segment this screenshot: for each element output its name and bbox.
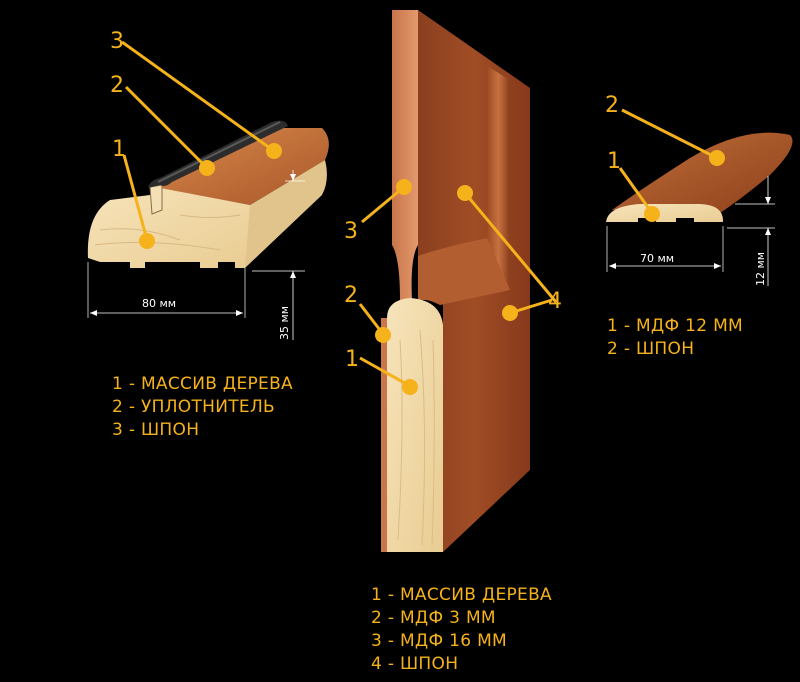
door-wood-grain — [397, 329, 435, 546]
right-profile: 70 мм 12 мм 2 1 — [605, 93, 793, 286]
left-leader-3 — [121, 40, 275, 153]
door-callout-dot-3 — [396, 179, 412, 195]
right-leader-2 — [621, 108, 718, 160]
left-callout-3: 3 — [110, 29, 124, 54]
door-legend-item-2: 2 - МДФ 3 ММ — [371, 608, 496, 628]
door-moulding-vertical — [487, 66, 510, 290]
left-profile: 80 мм 35 мм 3 2 1 — [87, 29, 329, 340]
door-callout-1: 1 — [345, 347, 359, 372]
left-callout-1: 1 — [112, 137, 126, 162]
right-dim-arrows-height — [765, 197, 771, 235]
left-callout-dot-3 — [266, 143, 282, 159]
left-dim-width-label: 80 мм — [142, 297, 176, 310]
right-leader-1 — [618, 167, 654, 214]
door-leader-3 — [361, 185, 405, 224]
door-callout-dot-1 — [402, 379, 418, 395]
right-callout-dot-2 — [709, 150, 725, 166]
door-callout-dot-2 — [375, 327, 391, 343]
right-dim-height-label: 12 мм — [754, 252, 767, 286]
left-leader-1 — [122, 154, 149, 241]
left-profile-legend: 1 - МАССИВ ДЕРЕВА 2 - УПЛОТНИТЕЛЬ 3 - ШП… — [112, 373, 293, 442]
right-legend-item-2: 2 - ШПОН — [607, 339, 695, 359]
door-callout-dot-4b — [502, 305, 518, 321]
left-legend-item-3: 3 - ШПОН — [112, 420, 200, 440]
right-profile-veneer — [612, 132, 793, 213]
door-legend-item-4: 4 - ШПОН — [371, 654, 459, 674]
door-callout-dot-4a — [457, 185, 473, 201]
left-dim-height-label: 35 мм — [278, 306, 291, 340]
left-profile-front-wood — [87, 187, 250, 268]
door-section-legend: 1 - МАССИВ ДЕРЕВА 2 - МДФ 3 ММ 3 - МДФ 1… — [371, 584, 552, 676]
door-mdf-3 — [381, 318, 387, 552]
right-callout-dot-1 — [644, 206, 660, 222]
right-profile-mdf — [606, 204, 724, 222]
left-leader-2 — [124, 85, 209, 170]
door-leader-1 — [359, 356, 411, 388]
right-callout-1: 1 — [607, 149, 621, 174]
left-profile-side-face — [245, 160, 327, 268]
left-legend-item-1: 1 - МАССИВ ДЕРЕВА — [112, 374, 293, 394]
right-profile-legend: 1 - МДФ 12 ММ 2 - ШПОН — [607, 315, 743, 361]
right-callout-2: 2 — [605, 93, 619, 118]
left-profile-top-veneer — [150, 128, 329, 205]
door-mdf-16 — [392, 10, 418, 300]
left-legend-item-2: 2 - УПЛОТНИТЕЛЬ — [112, 397, 276, 417]
door-legend-item-3: 3 - МДФ 16 ММ — [371, 631, 508, 651]
right-legend-item-1: 1 - МДФ 12 ММ — [607, 316, 744, 336]
left-callout-2: 2 — [110, 73, 124, 98]
door-section: 3 2 1 4 — [344, 10, 562, 552]
door-leader-4a — [463, 192, 558, 303]
right-dim-width-label: 70 мм — [640, 252, 674, 265]
door-callout-2: 2 — [344, 283, 358, 308]
left-callout-dot-1 — [139, 233, 155, 249]
left-callout-dot-2 — [199, 160, 215, 176]
door-moulding-horizontal — [418, 238, 510, 305]
door-legend-item-1: 1 - МАССИВ ДЕРЕВА — [371, 585, 552, 605]
door-callout-4: 4 — [548, 289, 562, 314]
door-callout-3: 3 — [344, 219, 358, 244]
left-seal-highlight — [157, 121, 281, 183]
left-profile-groove — [149, 184, 163, 215]
